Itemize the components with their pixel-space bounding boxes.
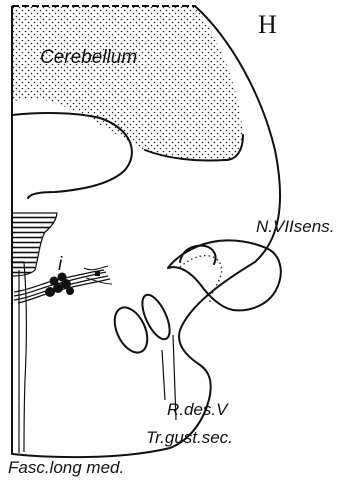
tr-gust-sec-label: Tr.gust.sec. — [146, 428, 233, 447]
tr-gust-sec-nucleus — [137, 291, 175, 343]
n-vii-sens-lobe — [180, 246, 216, 264]
striated-region — [12, 213, 57, 276]
cerebellum-label: Cerebellum — [40, 47, 137, 68]
r-des-v-nucleus — [108, 302, 154, 357]
n-vii-sens-label: N.VIIsens. — [256, 217, 334, 236]
fiber-marker-label: i — [58, 254, 63, 275]
r-des-v-label: R.des.V — [167, 400, 229, 419]
fasc-long-med-label: Fasc.long med. — [8, 458, 124, 477]
r-des-v-leader — [162, 350, 165, 400]
panel-letter: H — [258, 10, 277, 39]
